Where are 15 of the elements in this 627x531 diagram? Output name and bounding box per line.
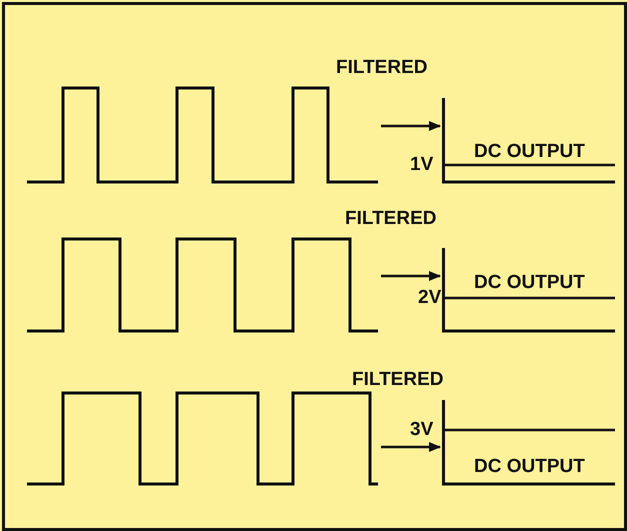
voltage-label: 3V: [410, 420, 434, 439]
arrow: [381, 442, 441, 452]
output-label: DC OUTPUT: [474, 273, 585, 292]
pulse-waveform-drawing: [25, 237, 381, 333]
edge-label: FILTERED: [352, 370, 444, 389]
edge-label: FILTERED: [345, 209, 436, 228]
voltage-label: 2V: [418, 288, 442, 307]
output-label: DC OUTPUT: [474, 457, 585, 476]
arrow: [381, 121, 441, 131]
pulse-waveform-drawing: [25, 86, 381, 184]
output-label: DC OUTPUT: [474, 142, 585, 161]
arrow: [381, 271, 441, 281]
pulse-waveform-drawing: [25, 391, 381, 486]
edge-label: FILTERED: [336, 58, 428, 77]
voltage-label: 1V: [410, 155, 434, 174]
